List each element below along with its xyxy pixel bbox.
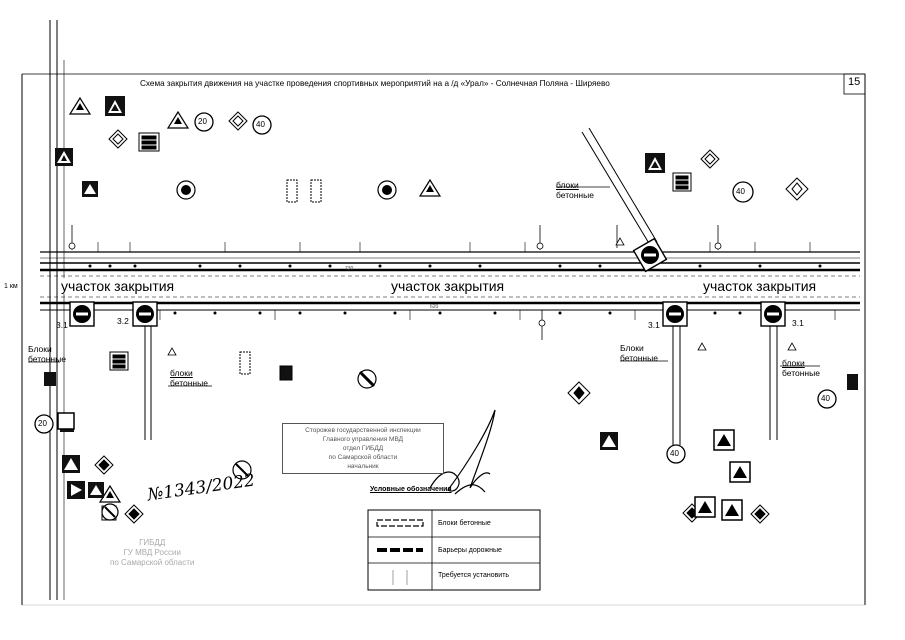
detour-sign-icon: [713, 429, 735, 451]
center-mark: 730: [345, 266, 354, 272]
legend-item-label: Требуется установить: [438, 572, 510, 579]
warning-triangle-icon: [68, 96, 92, 115]
closure-section-label: участок закрытия: [388, 278, 508, 294]
priority-road-icon: [94, 455, 114, 475]
faded-stamp: ГИБДД ГУ МВД России по Самарской области: [110, 538, 195, 567]
legend-concrete-blocks-swatch: [376, 519, 424, 527]
roadwork-sign-icon: [600, 432, 618, 450]
signal-block-icon: [109, 351, 129, 371]
sign-id-label: 3.2: [117, 316, 129, 326]
sign-id-label: 3.1: [648, 320, 660, 330]
roadwork-sign-icon: [82, 181, 98, 197]
roadwork-sign-icon: [55, 148, 73, 166]
poles: [68, 225, 722, 340]
approval-stamp: Сторожев государственной инспекции Главн…: [282, 423, 444, 474]
speed-limit-value: 40: [670, 449, 679, 458]
scheme-title: Схема закрытия движения на участке прове…: [140, 79, 610, 88]
legend-item-label: Блоки бетонные: [438, 520, 491, 527]
speed-limit-value: 20: [38, 419, 47, 428]
speed-limit-value: 40: [736, 187, 745, 196]
signal-block-icon: [138, 132, 160, 152]
priority-road-icon: [567, 381, 591, 405]
warning-signs: [68, 96, 797, 503]
block-markers: [28, 186, 820, 387]
sign-plate-icon: [279, 365, 293, 381]
signature: [429, 409, 496, 495]
priority-road-icon: [124, 504, 144, 524]
end-restriction-signs: [101, 180, 397, 521]
roadwork-sign-icon: [645, 153, 665, 173]
sign-id-label: 3.1: [792, 318, 804, 328]
tick-marks: [97, 242, 836, 320]
legend-table: [367, 509, 541, 591]
diamond-signs: [94, 111, 809, 524]
end-restriction-icon: [101, 503, 119, 521]
speed-limit-value: 40: [821, 394, 830, 403]
end-restriction-icon: [176, 180, 196, 200]
no-entry-icon: [662, 301, 688, 327]
end-restriction-icon: [357, 369, 377, 389]
no-entry-icon: [132, 301, 158, 327]
roadwork-sign-icon: [88, 482, 104, 498]
small-triangle-icon: [167, 347, 177, 356]
page-number: 15: [848, 76, 861, 88]
no-entry-icon: [760, 301, 786, 327]
detour-signs: [57, 412, 751, 521]
main-road: [40, 251, 860, 311]
no-entry-icon: [632, 237, 668, 273]
end-restriction-icon: [377, 180, 397, 200]
end-restriction-icon: [232, 460, 252, 480]
road-dots: [88, 264, 822, 315]
speed-limit-value: 20: [198, 117, 207, 126]
small-triangle-icon: [615, 237, 625, 246]
direction-arrow-icon: [67, 481, 85, 499]
no-entry-signs: [69, 237, 786, 327]
marker-block-icon: [44, 372, 56, 386]
detour-sign-icon: [721, 499, 743, 521]
priority-road-icon: [108, 129, 128, 149]
detour-sign-icon: [729, 461, 751, 483]
roadwork-sign-icon: [105, 96, 125, 116]
speed-limit-circles: [34, 112, 837, 464]
detour-sign-icon: [57, 412, 75, 430]
priority-road-icon: [750, 504, 770, 524]
legend-title: Условные обозначения: [370, 486, 452, 493]
small-triangle-icon: [697, 342, 707, 351]
detour-sign-icon: [694, 496, 716, 518]
warning-triangle-icon: [166, 110, 190, 129]
speed-limit-value: 40: [256, 120, 265, 129]
closure-section-label: участок закрытия: [58, 278, 178, 294]
legend-item-label: Барьеры дорожные: [438, 547, 502, 554]
signal-block-icon: [310, 179, 322, 203]
sign-id-label: 3.1: [56, 320, 68, 330]
frame-lines: [21, 20, 866, 606]
small-triangle-icon: [787, 342, 797, 351]
signal-blocks: [109, 132, 692, 381]
signal-block-icon: [239, 351, 251, 375]
priority-road-icon: [700, 149, 720, 169]
km-marker-label: 1 км: [4, 283, 18, 290]
warning-triangle-icon: [418, 178, 442, 197]
marker-block-icon: [847, 374, 858, 390]
no-entry-icon: [69, 301, 95, 327]
priority-road-icon: [785, 177, 809, 201]
side-roads: [144, 127, 778, 445]
signal-block-icon: [672, 172, 692, 192]
roadwork-sign-icon: [62, 455, 80, 473]
priority-road-icon: [228, 111, 248, 131]
center-mark: 620: [430, 304, 439, 310]
closure-section-label: участок закрытия: [700, 278, 820, 294]
warning-triangle-icon: [98, 484, 122, 503]
signal-block-icon: [286, 179, 298, 203]
